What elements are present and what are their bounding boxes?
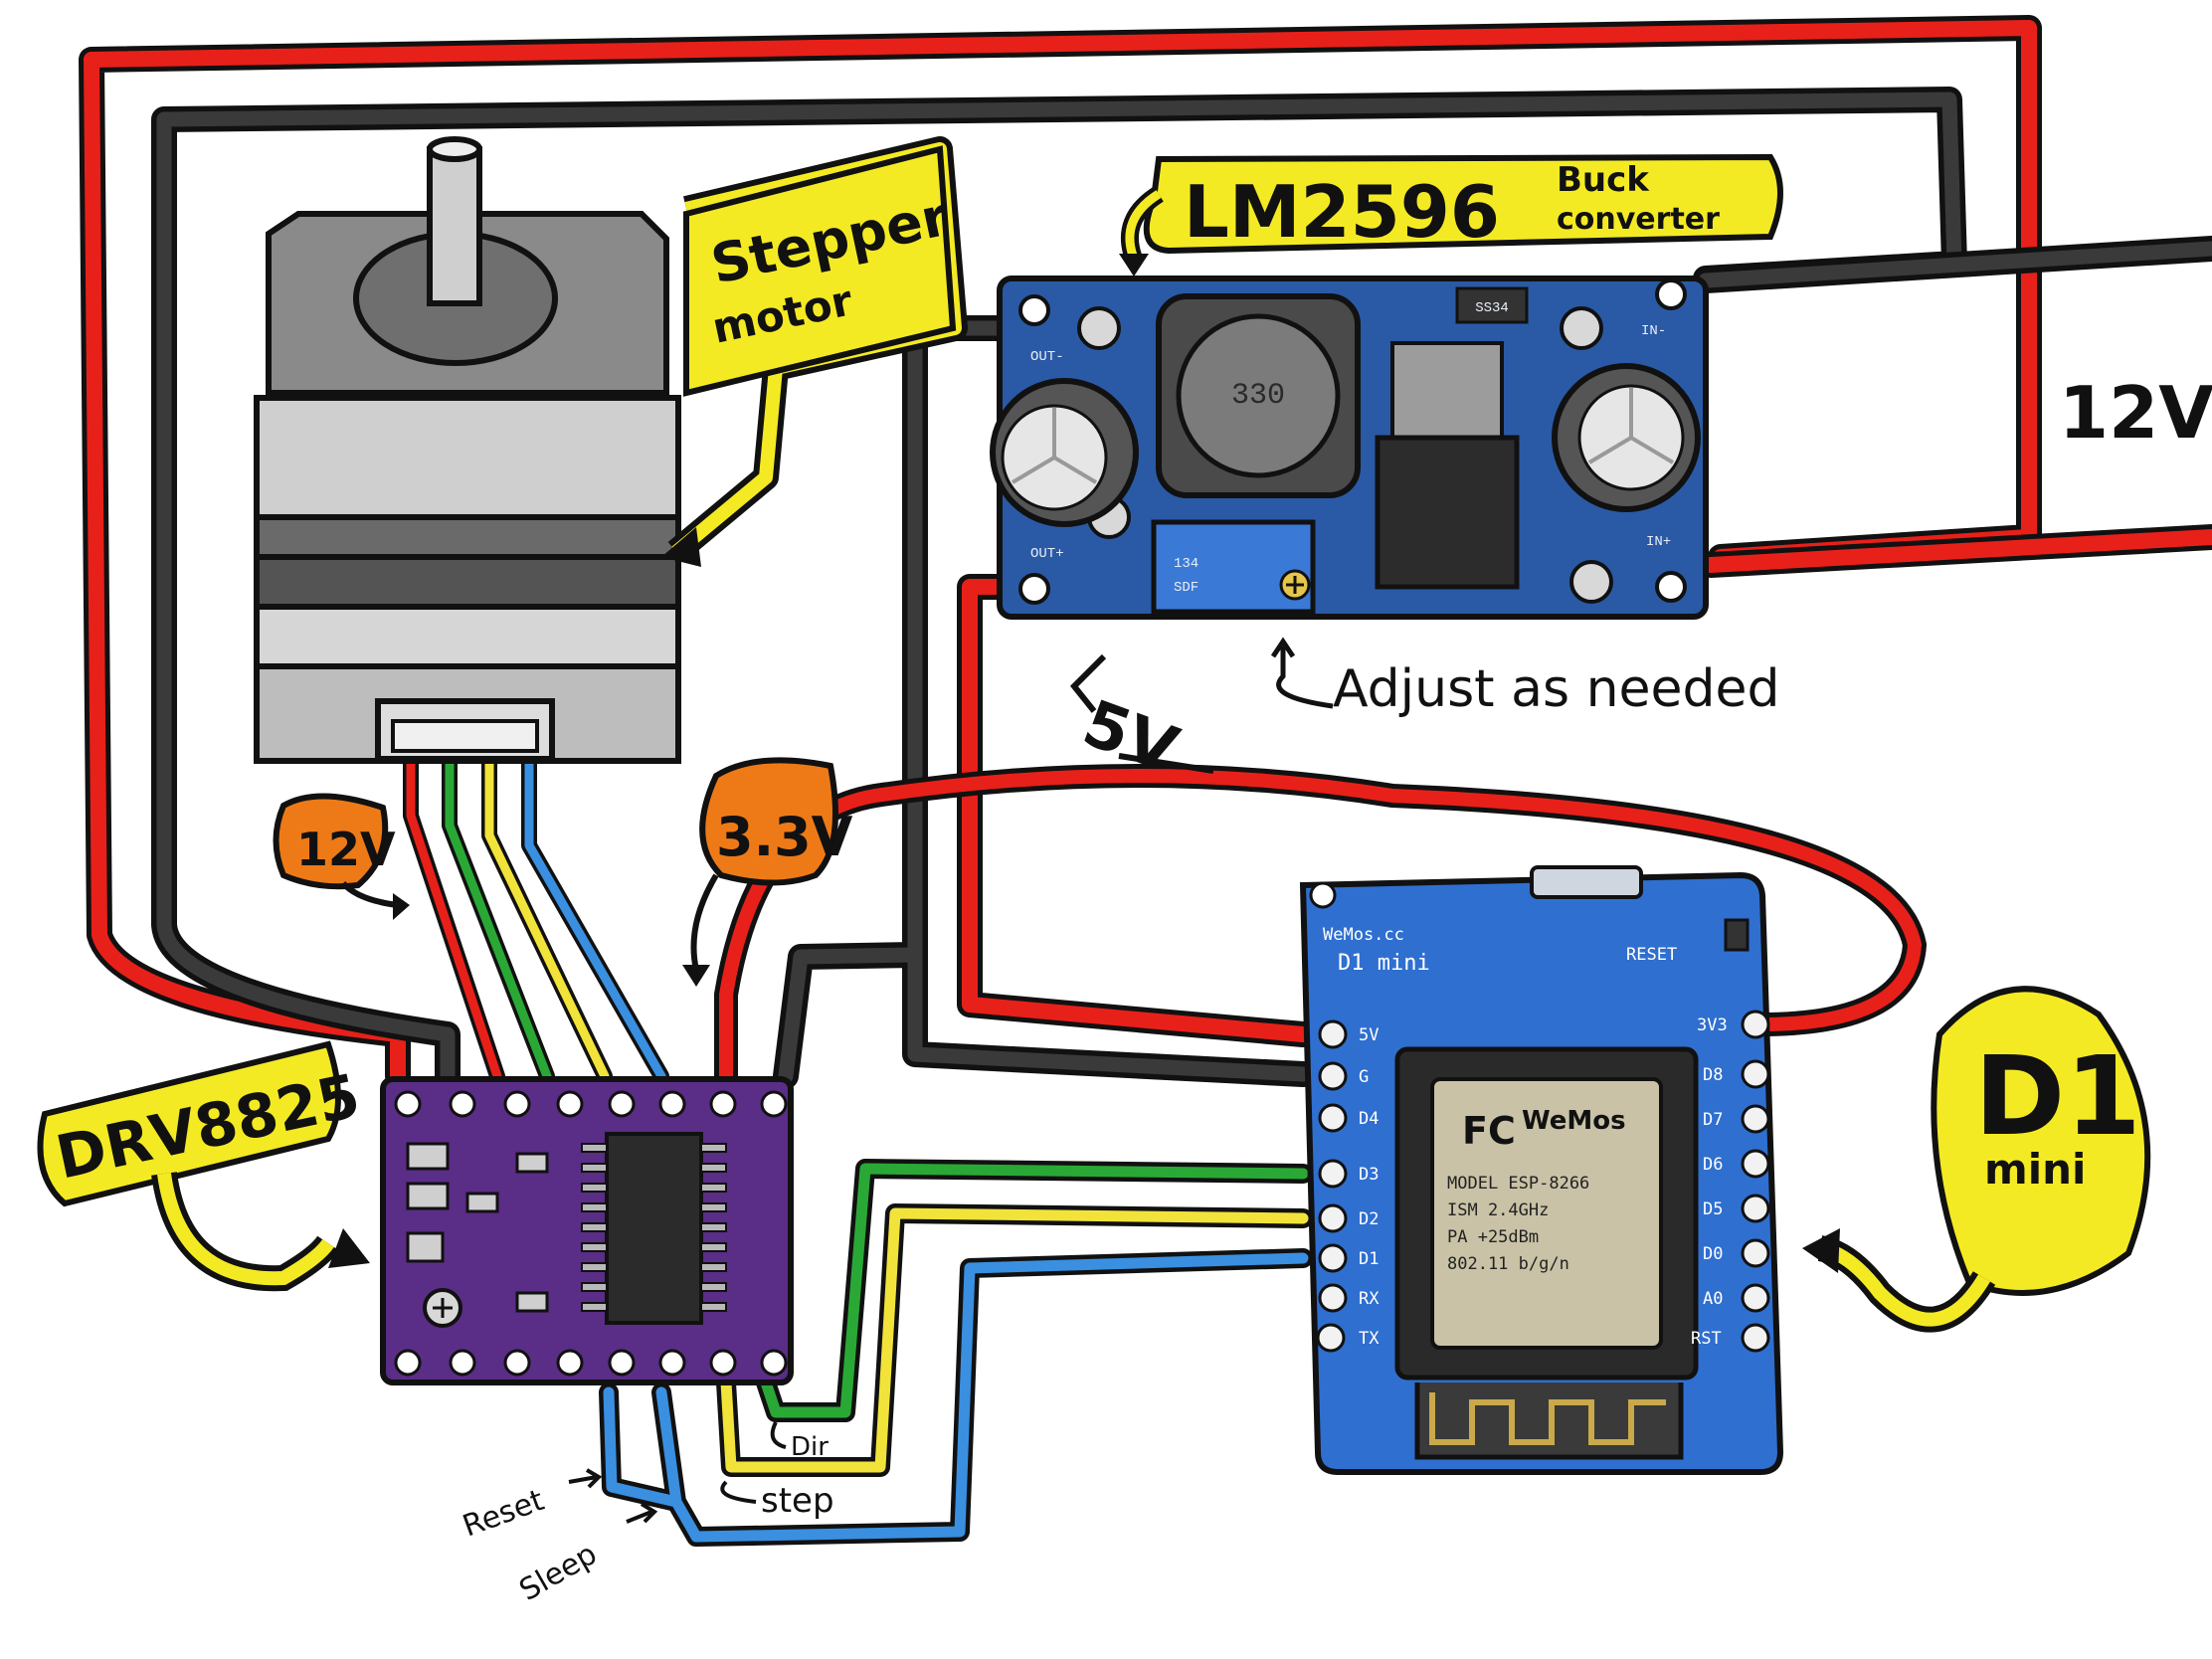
dir-label: Dir: [791, 1432, 829, 1462]
motor-yellow-coil-wire: [481, 740, 613, 1084]
module-fcc-mark: FC: [1462, 1109, 1516, 1153]
pin-label-d7: D7: [1703, 1110, 1723, 1130]
pin-label-tx: TX: [1359, 1329, 1380, 1349]
pin-label-rst: RST: [1691, 1329, 1722, 1349]
pin-label-d8: D8: [1703, 1065, 1723, 1085]
out-minus-label: OUT-: [1030, 349, 1064, 365]
pin-label-a0: A0: [1703, 1289, 1723, 1309]
motor-blue-coil-wire: [521, 740, 669, 1084]
arrow-head-icon: [393, 893, 410, 920]
pin-label-rx: RX: [1359, 1289, 1380, 1309]
drv8825-callout: [37, 1040, 370, 1292]
input-capacitor: [1552, 363, 1701, 512]
sleep-label: Sleep: [514, 1537, 604, 1608]
adjust-trimmer: [1151, 519, 1316, 615]
pin-label-d0: D0: [1703, 1244, 1723, 1264]
buck-label-main: LM2596: [1184, 170, 1500, 254]
pin-label-d1: D1: [1359, 1249, 1379, 1269]
pin-label-d3: D3: [1359, 1165, 1379, 1185]
output-capacitor: [990, 378, 1139, 527]
board-name-line1: D1: [1974, 1032, 2141, 1160]
d1-left-pin-labels: 5V G D4 D3 D2 D1 RX: [1359, 1025, 1380, 1309]
motor-voltage-label: 12V: [296, 823, 396, 876]
drv8825-board: [380, 1076, 794, 1385]
pin-label-d5: D5: [1703, 1199, 1723, 1219]
drv8825-chip: [605, 1132, 703, 1325]
adjust-note-label: Adjust as needed: [1333, 659, 1780, 719]
step-label: step: [761, 1481, 834, 1521]
arrow-head-icon: [1802, 1228, 1840, 1273]
arrow-head-icon: [661, 527, 701, 567]
in-plus-label: IN+: [1646, 534, 1671, 550]
d1-brand-silk: WeMos.cc: [1323, 925, 1404, 945]
stepper-motor: [254, 136, 681, 764]
dir-arrow-icon: [770, 1421, 787, 1449]
lm2596-callout: [1119, 153, 1783, 276]
buck-converter-board: SS34 134 SDF 330 OUT- OUT+ IN- IN+: [990, 276, 1709, 620]
supply-voltage-label: 12V: [2059, 371, 2212, 455]
module-brand: WeMos: [1522, 1106, 1626, 1136]
stepper-motor-callout: [661, 136, 968, 567]
pin-label-3v3: 3V3: [1697, 1015, 1728, 1035]
ss34-marking: SS34: [1475, 300, 1509, 316]
reset-label: Reset: [459, 1483, 549, 1545]
reset-arrow-icon: [568, 1468, 603, 1489]
d1-title-silk: D1 mini: [1338, 951, 1430, 976]
buck-label-sub2: converter: [1557, 202, 1720, 237]
arrow-head-icon: [328, 1228, 370, 1268]
trimmer-code-1: 134: [1174, 556, 1198, 572]
wires: [79, 15, 2212, 1547]
red-5v-wire: [957, 574, 1316, 1047]
module-model: MODEL ESP-8266: [1447, 1174, 1589, 1194]
esp8266-module: [1394, 1046, 1699, 1460]
logic-voltage-label: 3.3V: [716, 806, 853, 868]
logic-voltage-callout: [682, 757, 838, 987]
d1-reset-silk: RESET: [1626, 945, 1677, 965]
module-ism: ISM 2.4GHz: [1447, 1200, 1549, 1220]
inductor-marking: 330: [1231, 379, 1285, 413]
usb-connector: [1530, 865, 1643, 899]
arrow-head-icon: [682, 965, 710, 987]
d1-mini-board: FC WeMos MODEL ESP-8266 ISM 2.4GHz PA +2…: [1299, 865, 1784, 1475]
inductor: [1156, 293, 1361, 498]
module-pa: PA +25dBm: [1447, 1227, 1539, 1247]
buck-5v-marker: [1069, 653, 1214, 774]
buck-label-sub1: Buck: [1557, 160, 1650, 200]
arrow-head-icon: [1119, 254, 1149, 276]
pin-label-d2: D2: [1359, 1209, 1379, 1229]
d1-right-pin-labels: 3V3 D8 D7 D6 D5 D0 A0 RST TX: [1359, 1015, 1728, 1349]
pin-label-d6: D6: [1703, 1155, 1723, 1175]
pin-label-g: G: [1359, 1067, 1369, 1087]
d1-mini-callout: [1802, 986, 2151, 1333]
module-standard: 802.11 b/g/n: [1447, 1254, 1569, 1274]
adjust-arrow-icon: [1270, 637, 1334, 709]
motor-voltage-callout: [273, 793, 410, 920]
step-arrow-icon: [720, 1480, 757, 1504]
trimmer-code-2: SDF: [1174, 580, 1198, 596]
board-name-line2: mini: [1984, 1145, 2086, 1194]
in-minus-label: IN-: [1641, 323, 1666, 339]
ss34-diode: [1455, 286, 1529, 324]
pin-label-d4: D4: [1359, 1109, 1379, 1129]
out-plus-label: OUT+: [1030, 546, 1064, 562]
lm2596-ic: [1375, 341, 1520, 590]
pin-label-5v: 5V: [1359, 1025, 1379, 1045]
sleep-arrow-icon: [626, 1502, 658, 1524]
reset-button: [1724, 918, 1750, 952]
